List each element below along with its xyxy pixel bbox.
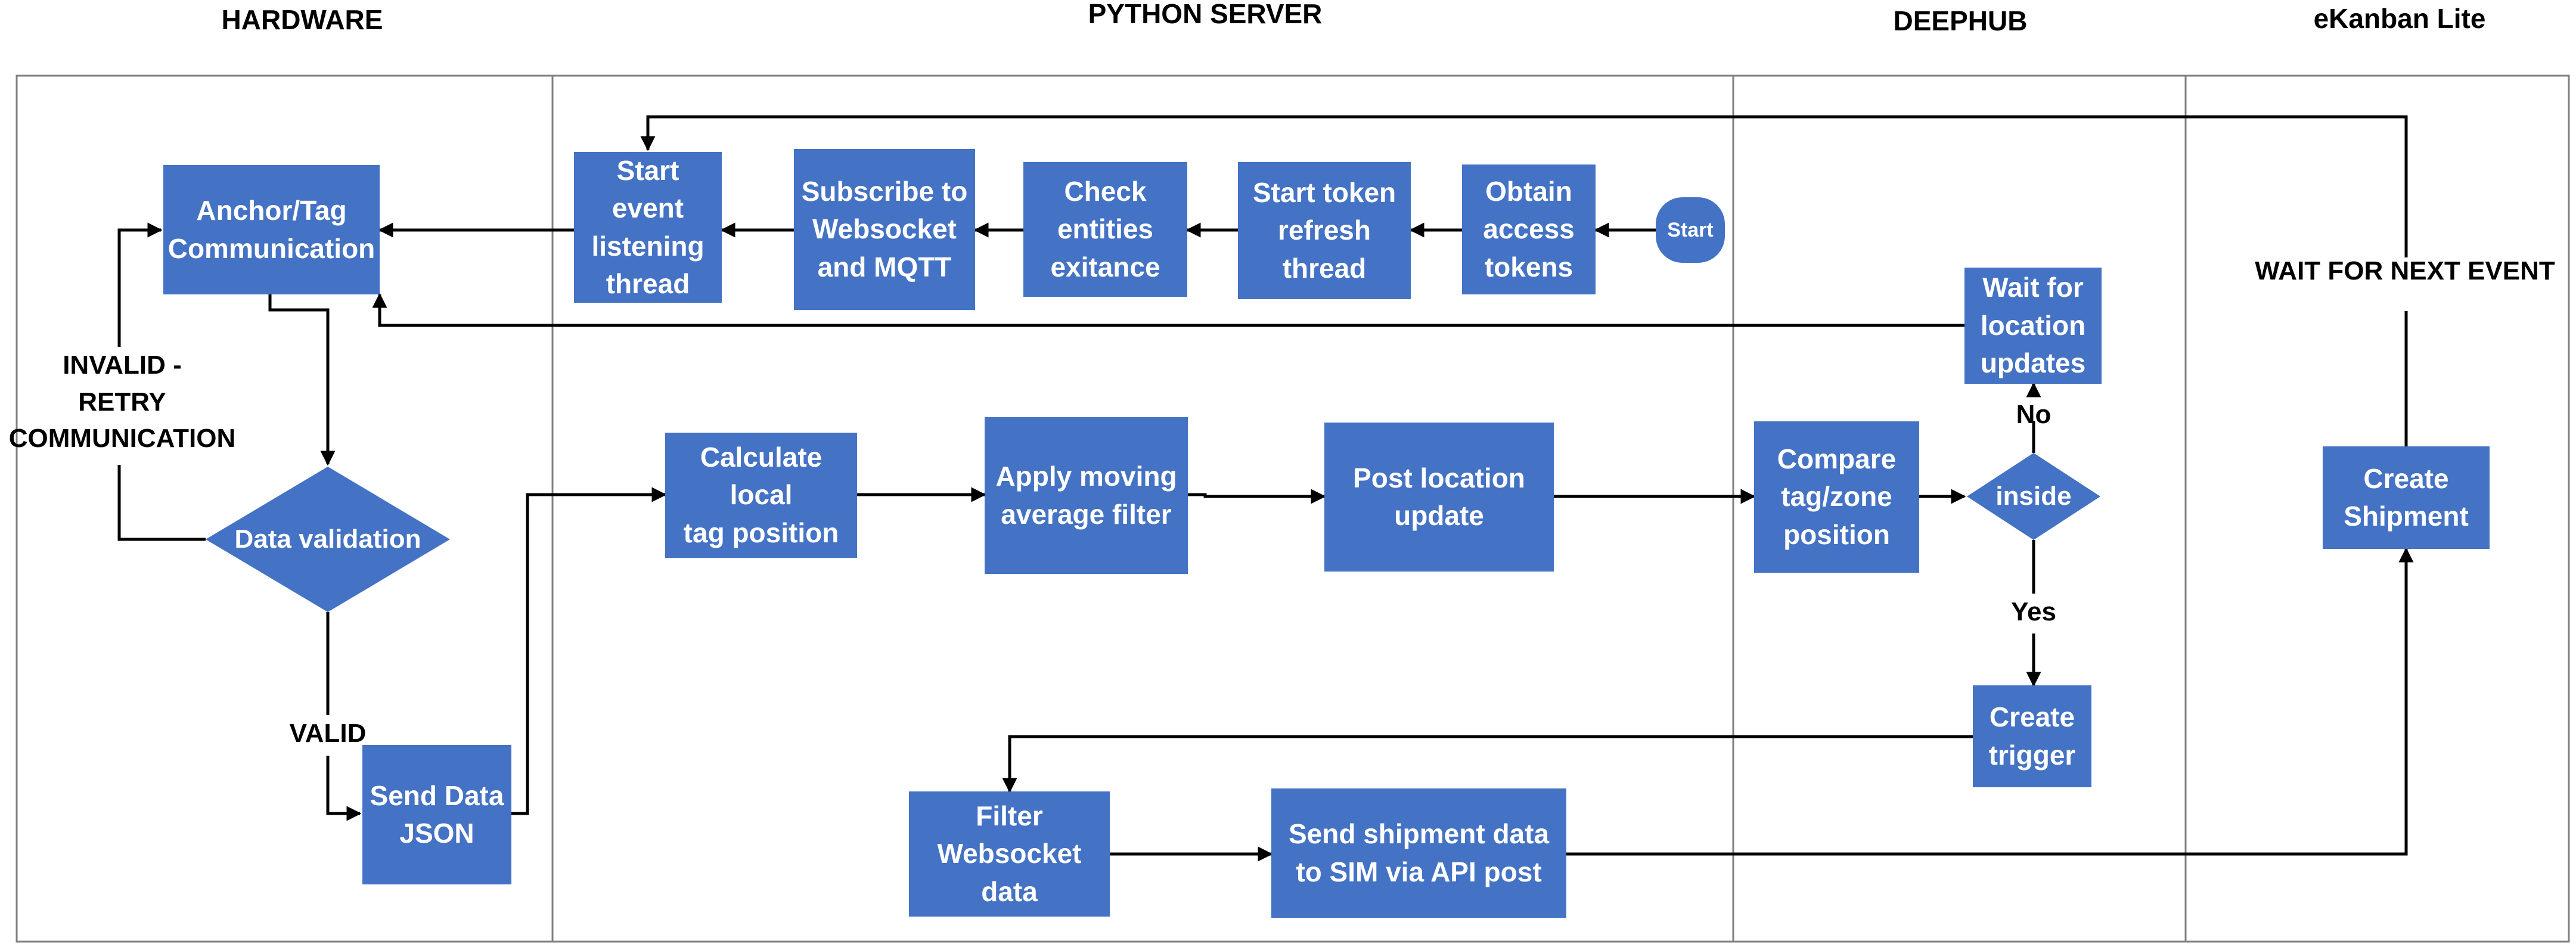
- swimlane-borders: [15, 74, 2570, 943]
- anchor-tag-communication-box: Anchor/Tag Communication: [163, 165, 380, 294]
- inside-decision-label: inside: [1995, 482, 2072, 511]
- create-trigger-box: Create trigger: [1973, 685, 2091, 787]
- edge-send-to-calc: [511, 487, 667, 815]
- send-data-json-box: Send Data JSON: [362, 745, 511, 884]
- lane-title-deephub: DEEPHUB: [1893, 5, 2028, 36]
- start-event-listening-box: Start event listening thread: [574, 152, 722, 303]
- check-entities-box: Check entities exitance: [1023, 162, 1187, 297]
- edge-avg-to-post: [1188, 489, 1326, 504]
- start-terminal: [1656, 197, 1725, 263]
- edge-invalid-lower: [117, 465, 206, 541]
- yes-label: Yes: [2011, 597, 2056, 626]
- start-token-refresh-box: Start token refresh thread: [1238, 162, 1411, 299]
- filter-websocket-data-box: Filter Websocket data: [909, 791, 1110, 917]
- valid-label: VALID: [289, 719, 367, 748]
- edge-anchor-to-validation: [268, 294, 336, 466]
- no-label: No: [2016, 400, 2052, 429]
- edge-wait-next-to-start-event: [640, 115, 2408, 257]
- data-validation-diamond: [206, 467, 450, 612]
- edge-send-shipment-to-create: [1566, 547, 2414, 856]
- edge-invalid-upper: [117, 222, 163, 347]
- post-location-update-box: Post location update: [1324, 423, 1554, 572]
- wait-for-next-event-label: WAIT FOR NEXT EVENT: [2255, 256, 2555, 285]
- subscribe-websocket-mqtt-box: Subscribe to Websocket and MQTT: [794, 149, 975, 310]
- lane-title-python-server: PYTHON SERVER: [1088, 0, 1323, 29]
- start-terminal-label: Start: [1667, 218, 1714, 241]
- lane-title-ekanban: eKanban Lite: [2313, 3, 2486, 34]
- lane-title-hardware: HARDWARE: [221, 4, 383, 35]
- compare-tag-zone-box: Compare tag/zone position: [1754, 421, 1919, 573]
- edge-trigger-to-filter: [1002, 735, 1973, 793]
- wait-location-updates-box: Wait for location updates: [1964, 268, 2102, 384]
- edge-wait-to-anchor: [372, 293, 1964, 327]
- obtain-access-tokens-box: Obtain access tokens: [1462, 164, 1596, 294]
- send-shipment-data-box: Send shipment data to SIM via API post: [1271, 788, 1566, 918]
- apply-moving-average-box: Apply moving average filter: [985, 417, 1188, 574]
- inside-decision-diamond: [1967, 453, 2100, 540]
- lane-border-right: [1732, 74, 2570, 943]
- calculate-local-tag-box: Calculate local tag position: [665, 433, 857, 558]
- create-shipment-box: Create Shipment: [2323, 446, 2490, 549]
- invalid-retry-label: INVALID - RETRY COMMUNICATION: [8, 350, 236, 454]
- data-validation-label: Data validation: [234, 524, 421, 554]
- edge-valid-to-send: [326, 756, 362, 821]
